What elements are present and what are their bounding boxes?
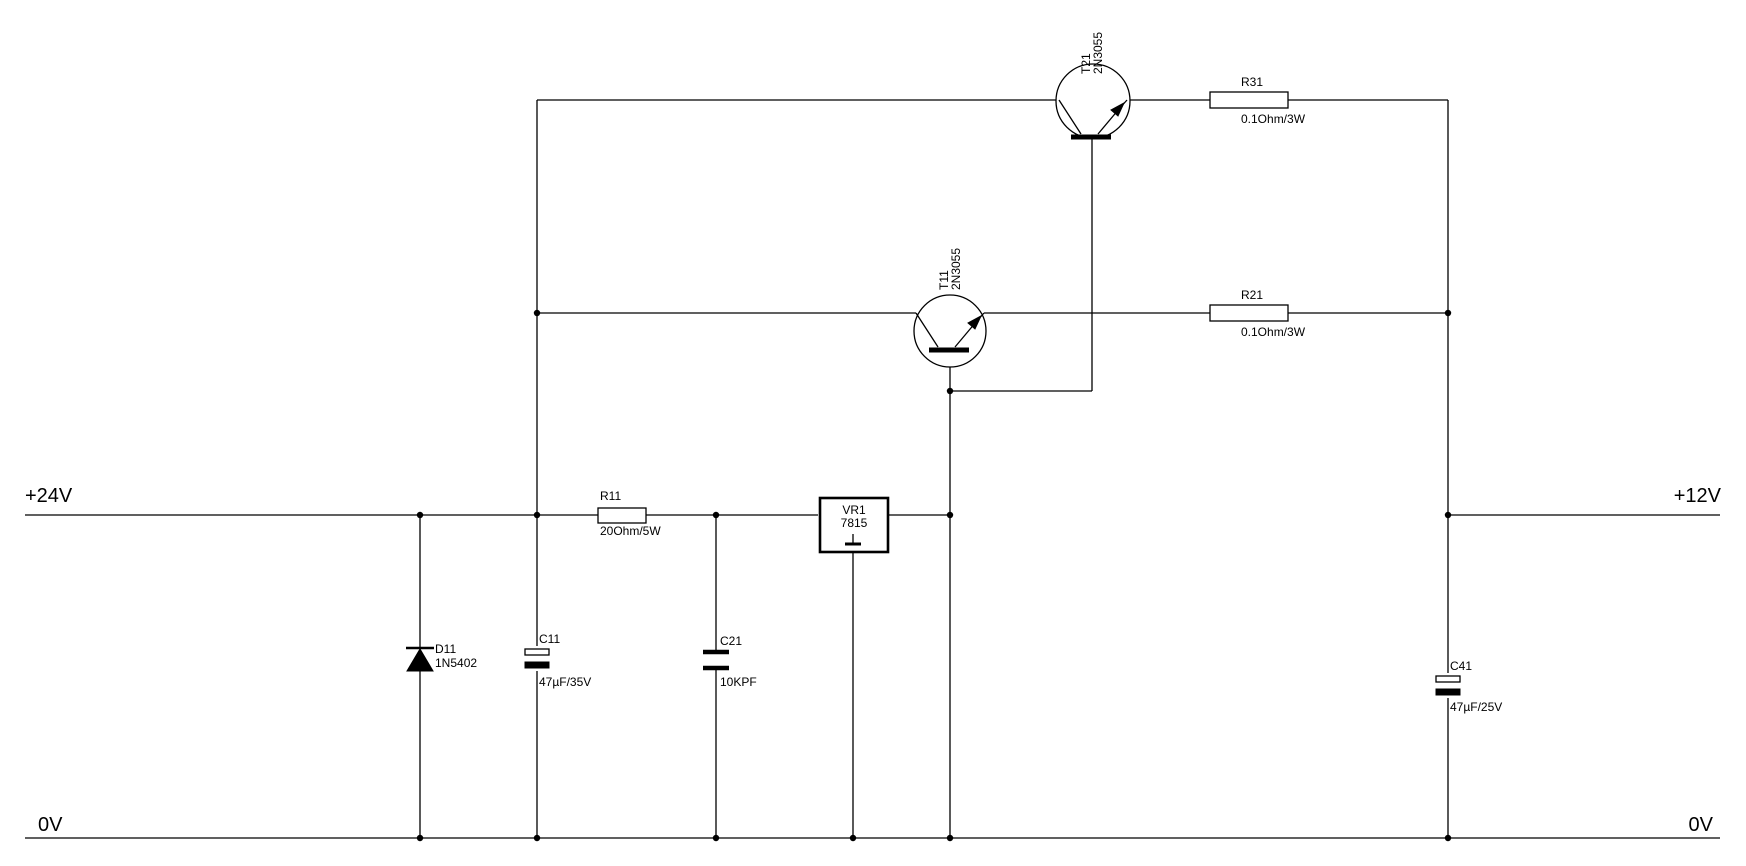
r21-ref: R21 [1241, 288, 1263, 302]
junction-dot [416, 511, 424, 519]
diode-d11: D11 1N5402 [406, 642, 477, 672]
junction-dot [849, 834, 857, 842]
resistor-r31: R31 0.1Ohm/3W [1209, 75, 1306, 126]
input-voltage-label: +24V [25, 485, 73, 507]
junction-dot [946, 511, 954, 519]
r31-value: 0.1Ohm/3W [1241, 112, 1306, 126]
transistor-t21: T21 2N3055 [1055, 32, 1131, 140]
junction-dot [1444, 511, 1452, 519]
capacitor-c41: C41 47µF/25V [1435, 659, 1502, 714]
junction-dot [1444, 834, 1452, 842]
c21-value: 10KPF [720, 675, 757, 689]
resistor-r21: R21 0.1Ohm/3W [1209, 288, 1306, 339]
junction-dot [1444, 309, 1452, 317]
ground-label-left: 0V [38, 814, 63, 836]
t21-value: 2N3055 [1091, 32, 1105, 74]
junction-dot [946, 834, 954, 842]
transistor-t11: T11 2N3055 [913, 248, 987, 368]
c41-value: 47µF/25V [1450, 700, 1502, 714]
ground-label-right: 0V [1689, 814, 1714, 836]
r11-value: 20Ohm/5W [600, 524, 661, 538]
junction-dot [416, 834, 424, 842]
junction-dot [533, 309, 541, 317]
capacitor-c21: C21 10KPF [703, 634, 757, 689]
c41-ref: C41 [1450, 659, 1472, 673]
c11-ref: C11 [539, 632, 560, 646]
junction-nodes [416, 309, 1452, 842]
c11-value: 47µF/35V [539, 675, 591, 689]
vr1-value: 7815 [841, 516, 868, 530]
junction-dot [533, 834, 541, 842]
capacitor-c11: C11 47µF/35V [524, 632, 591, 689]
r11-ref: R11 [600, 489, 621, 503]
r31-ref: R31 [1241, 75, 1263, 89]
resistor-r11: R11 20Ohm/5W [597, 489, 661, 538]
output-voltage-label: +12V [1674, 485, 1722, 507]
r21-value: 0.1Ohm/3W [1241, 325, 1306, 339]
junction-dot [533, 511, 541, 519]
regulator-vr1: VR1 7815 [818, 496, 890, 554]
t21-ref: T21 [1079, 53, 1093, 74]
t11-ref: T11 [937, 270, 951, 290]
junction-dot [712, 834, 720, 842]
junction-dot [946, 387, 954, 395]
junction-dot [712, 511, 720, 519]
d11-ref: D11 [435, 642, 456, 656]
c21-ref: C21 [720, 634, 742, 648]
vr1-ref: VR1 [842, 503, 866, 517]
t11-value: 2N3055 [949, 248, 963, 290]
wires [25, 99, 1720, 839]
d11-value: 1N5402 [435, 656, 477, 670]
